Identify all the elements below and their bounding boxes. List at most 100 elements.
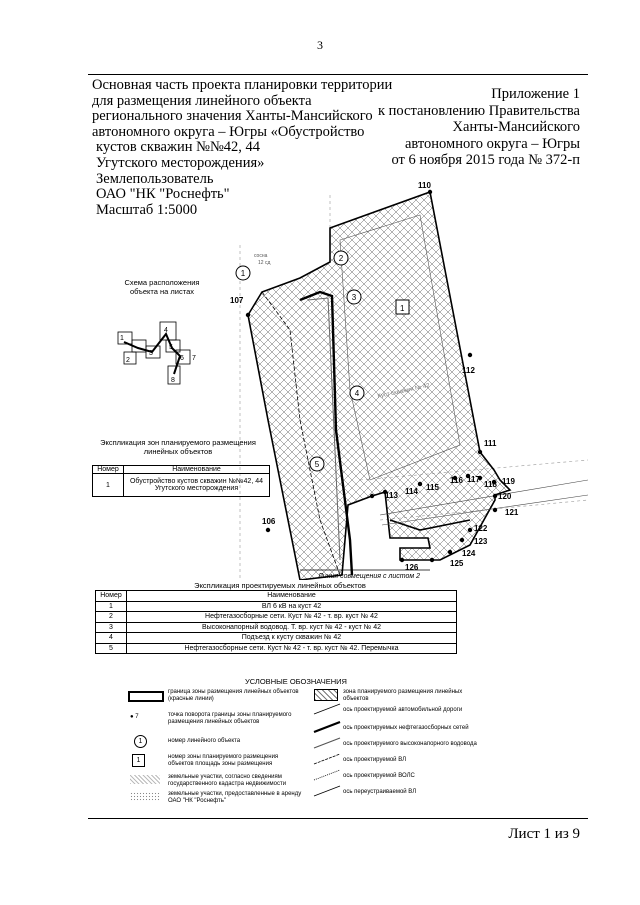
object-number: 1	[241, 269, 246, 278]
footer-rule	[88, 818, 588, 819]
legend-label: номер зоны планируемого размещения объек…	[168, 754, 279, 767]
scheme-number: 3	[149, 350, 153, 357]
appendix-line: автономного округа – Югры	[404, 135, 580, 152]
well-cluster-area	[339, 214, 461, 481]
title-block: Основная часть проекта планировки террит…	[92, 77, 393, 218]
zones-table-caption: Экспликация зон планируемого размещения …	[100, 438, 256, 456]
zone-number: 1	[400, 304, 405, 313]
point-label: 120	[498, 492, 512, 501]
legend-symbol-zone: 1	[132, 754, 145, 767]
scheme-caption: Схема расположения объекта на листах	[124, 278, 200, 296]
table-header: Наименование	[123, 465, 270, 474]
object-number: 4	[355, 389, 360, 398]
point-label: 125	[450, 559, 464, 568]
table-cell: 1	[92, 473, 124, 497]
title-line: ОАО "НК "Роснефть"	[96, 186, 230, 203]
title-line: для размещения линейного объекта	[92, 92, 312, 109]
sheet-number: Лист 1 из 9	[508, 826, 580, 842]
scheme-number: 5	[169, 344, 173, 351]
legend-label: ось проектируемой автомобильной дороги	[343, 707, 463, 713]
legend-symbol-lease	[130, 792, 160, 801]
object-number: 3	[352, 293, 357, 302]
legend-label: зона планируемого размещения линейных об…	[343, 689, 463, 702]
match-line-label: Линия совмещения с листом 2	[317, 573, 420, 580]
point-label: 119	[502, 477, 515, 486]
point-label: 126	[405, 563, 419, 572]
scheme-number: 6	[180, 355, 184, 362]
legend-title: УСЛОВНЫЕ ОБОЗНАЧЕНИЯ	[245, 677, 347, 686]
title-line: Основная часть проекта планировки террит…	[92, 77, 393, 93]
title-line: автономного округа – Югры «Обустройство	[92, 123, 365, 140]
legend-symbol-zone-hatch	[314, 689, 338, 701]
point-label: 122	[474, 524, 488, 533]
point-label: 107	[230, 296, 244, 305]
turning-points	[245, 189, 498, 563]
point-label: 114	[405, 487, 418, 496]
table-cell: Обустройство кустов скважин №№42, 44 Угу…	[123, 473, 270, 497]
legend-symbol-point: ● 7	[130, 714, 139, 720]
point-label: 106	[262, 517, 276, 526]
title-line: регионального значения Ханты-Мансийского	[92, 108, 373, 125]
legend-label: ось переустраиваемой ВЛ	[343, 789, 417, 795]
point-label: 118	[484, 480, 497, 489]
connector-line	[379, 479, 588, 516]
point-label: 115	[426, 483, 439, 492]
road-axis	[299, 290, 354, 576]
appendix-line: Приложение 1	[491, 86, 580, 102]
header-rule	[88, 74, 588, 75]
connector-line	[381, 494, 588, 526]
object-number: 2	[339, 254, 344, 263]
appendix-line: Ханты-Мансийского	[452, 119, 580, 135]
legend-symbol-boundary	[128, 691, 164, 702]
pipeline-axis	[307, 297, 341, 561]
appendix-block: Приложение 1 к постановлению Правительст…	[378, 86, 580, 169]
point-label: 116	[450, 476, 463, 485]
object-markers: 1 2 3 4 5	[235, 250, 365, 472]
legend-symbol-cadastre	[130, 775, 160, 784]
legend-symbol-number: 1	[134, 735, 147, 748]
legend-label: ось проектируемой ВОЛС	[343, 773, 415, 779]
zones-table: Номер Наименование 1 Обустройство кустов…	[92, 465, 270, 497]
scheme-number: 4	[164, 327, 168, 334]
table-header: Наименование	[126, 590, 457, 602]
small-label: сосна	[254, 253, 268, 259]
legend-label: земельные участки, согласно сведениям го…	[168, 774, 287, 787]
scheme-number: 2	[126, 357, 130, 364]
legend-label: номер линейного объекта	[168, 738, 241, 744]
planning-map: 110 107 106 111 112 113 114 115 116 117 …	[230, 181, 588, 580]
point-label: 112	[462, 366, 475, 375]
small-label: 12 сд	[258, 260, 270, 266]
title-line: Угутского месторождения»	[96, 154, 265, 171]
point-label: 121	[505, 508, 519, 517]
legend-label: ось проектируемого высоконапорного водов…	[343, 741, 477, 747]
powerline-axis	[261, 291, 341, 576]
legend-label: ось проектируемой ВЛ	[343, 757, 407, 763]
appendix-line: к постановлению Правительства	[378, 102, 580, 119]
point-label: 124	[462, 549, 476, 558]
page-number: 3	[317, 38, 323, 52]
object-number: 5	[315, 460, 320, 469]
legend-label: земельные участки, предоставленные в аре…	[168, 791, 302, 804]
title-line: Землепользователь	[96, 170, 214, 187]
legend-label: граница зоны размещения линейных объекто…	[168, 689, 299, 702]
point-label: 123	[474, 537, 488, 546]
scheme-number: 7	[192, 355, 196, 362]
objects-table-caption: Экспликация проектируемых линейных объек…	[194, 581, 366, 590]
table-header: Номер	[95, 590, 127, 602]
point-label: 110	[418, 181, 431, 190]
legend: ● 7 1 1 граница зоны размещения линейных…	[88, 686, 588, 804]
point-label: 117	[467, 475, 480, 484]
legend-label: ось проектируемых нефтегазосборных сетей	[343, 725, 469, 731]
legend-symbol-lines	[313, 703, 341, 797]
scheme-inset: 1 2 3 4 5 6 7 8	[117, 321, 196, 385]
scheme-number: 1	[120, 335, 124, 342]
point-label: 111	[484, 439, 497, 448]
scheme-number: 8	[171, 377, 175, 384]
connector-line	[389, 519, 471, 531]
legend-label: точка поворота границы зоны планируемого…	[168, 712, 292, 725]
